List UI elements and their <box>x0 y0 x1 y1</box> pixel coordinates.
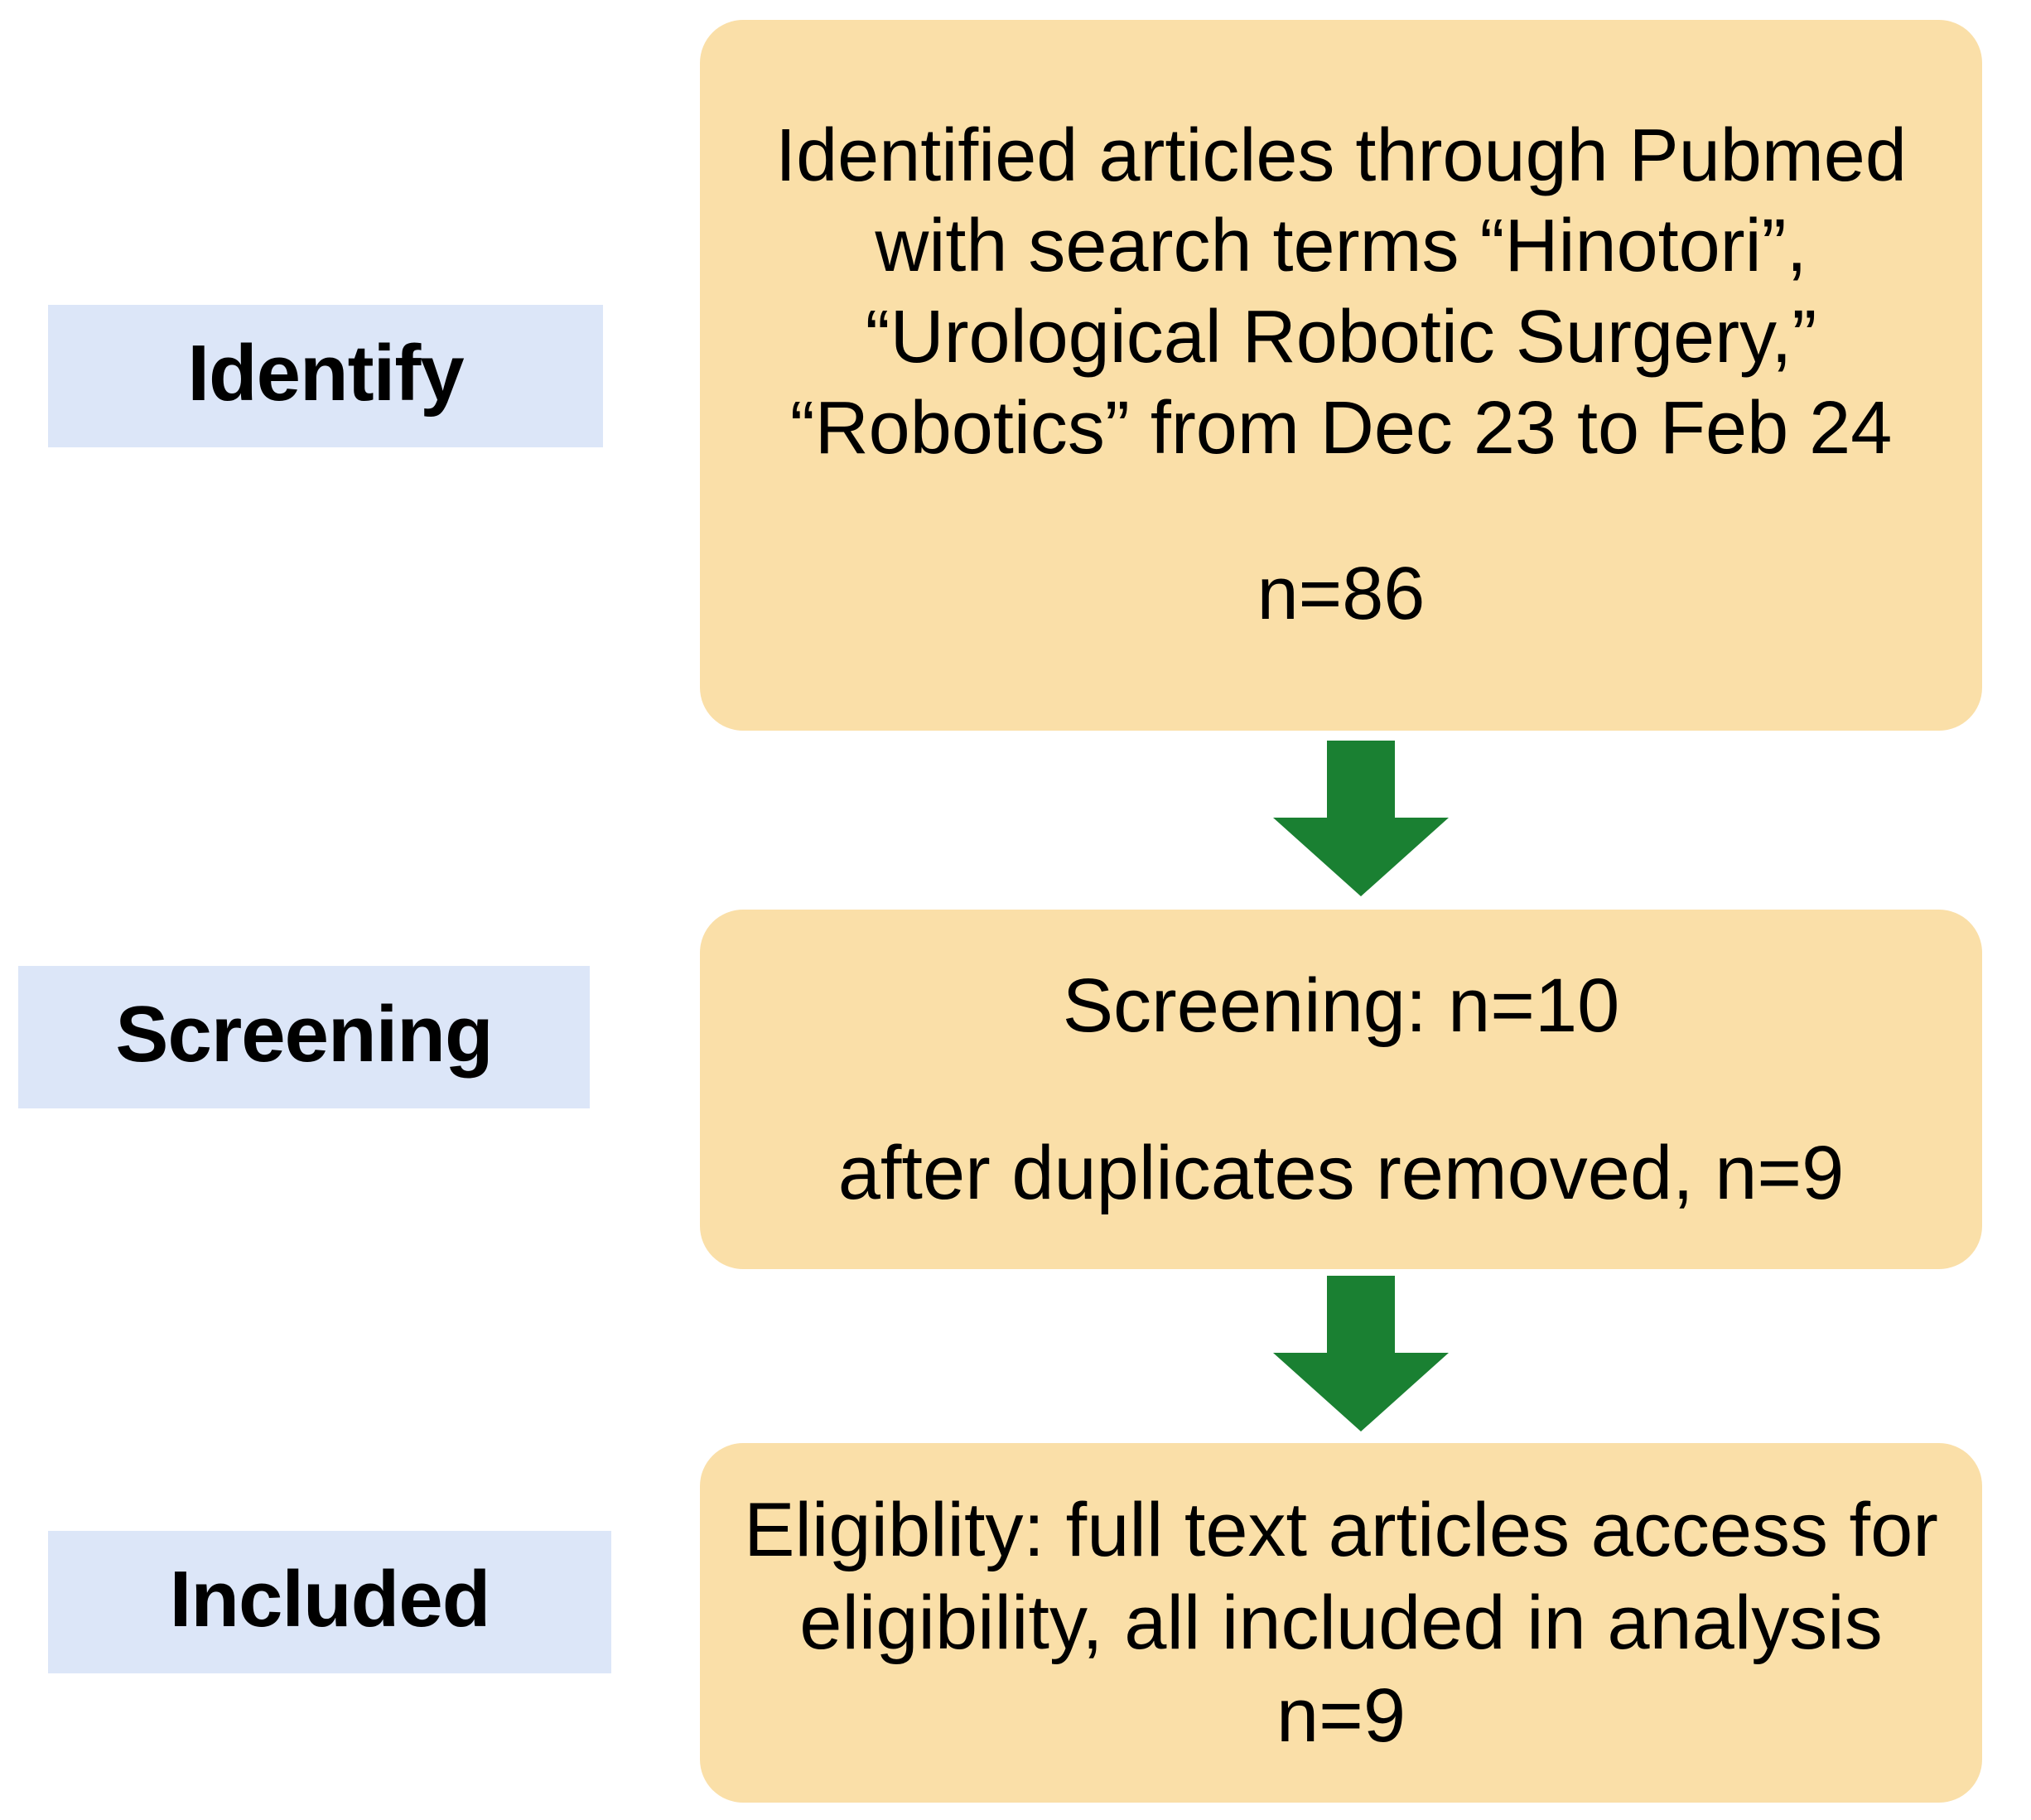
box-eligibility-line-2: eligibility, all included in analysis <box>799 1580 1883 1665</box>
down-arrow-icon <box>1273 741 1449 896</box>
flow-box-eligibility: Eligiblity: full text articles access fo… <box>700 1443 1982 1803</box>
stage-label-identify: Identify <box>48 305 603 447</box>
stage-label-included: Included <box>48 1531 611 1673</box>
box-eligibility-line-1: Eligiblity: full text articles access fo… <box>744 1487 1938 1572</box>
box-identified-count: n=86 <box>1257 552 1426 635</box>
down-arrow-glyph <box>1273 741 1449 896</box>
down-arrow-glyph <box>1273 1276 1449 1431</box>
stage-label-screening-text: Screening <box>115 990 493 1079</box>
box-identified-line-2: with search terms “Hinotori”, <box>875 205 1807 288</box>
box-screening-line-1: Screening: n=10 <box>1062 963 1620 1048</box>
box-screening-count: after duplicates removed, n=9 <box>837 1131 1845 1215</box>
flow-box-screening: Screening: n=10 after duplicates removed… <box>700 910 1982 1269</box>
box-identified-line-4: “Robotics” from Dec 23 to Feb 24 <box>789 386 1893 470</box>
down-arrow-icon <box>1273 1276 1449 1431</box>
box-identified-line-3: “Urological Robotic Surgery,” <box>865 296 1817 379</box>
stage-label-screening: Screening <box>18 966 590 1108</box>
stage-label-included-text: Included <box>169 1555 491 1644</box>
box-eligibility-count: n=9 <box>1276 1673 1406 1759</box>
flow-box-identified-articles: Identified articles through Pubmed with … <box>700 20 1982 731</box>
stage-label-identify-text: Identify <box>187 329 464 418</box>
box-identified-line-1: Identified articles through Pubmed <box>775 113 1907 197</box>
